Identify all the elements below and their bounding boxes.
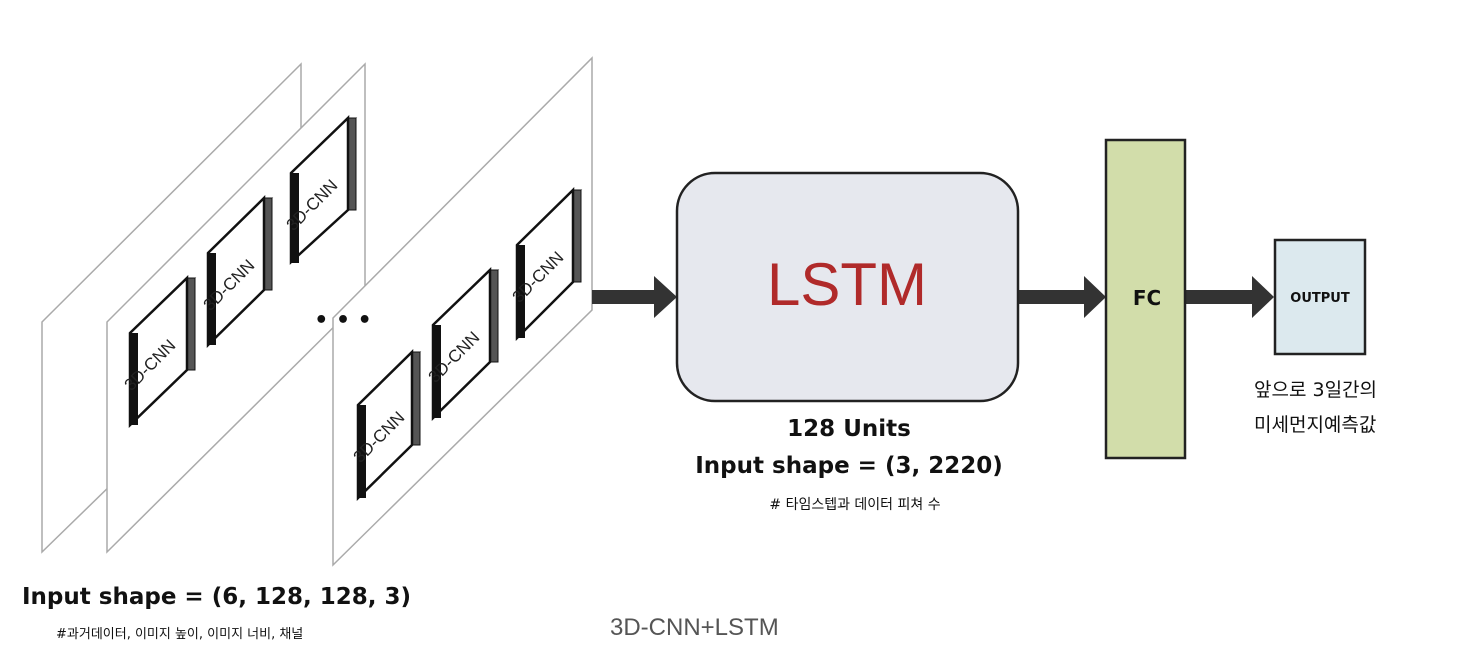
output-label: OUTPUT	[1290, 291, 1350, 306]
lstm-input-shape: Input shape = (3, 2220)	[695, 453, 1003, 479]
output-caption-line2: 미세먼지예측값	[1254, 414, 1377, 436]
lstm-box	[675, 171, 1020, 403]
figure-caption: 3D-CNN+LSTM	[610, 614, 779, 641]
input-shape: Input shape = (6, 128, 128, 3)	[22, 584, 411, 610]
lstm-note: # 타임스텝과 데이터 피쳐 수	[769, 497, 941, 513]
cnn-block: 3D-CNN	[121, 275, 197, 428]
lstm-label: LSTM	[767, 251, 927, 318]
cnn-block: 3D-CNN	[200, 195, 274, 348]
cnn-block: 3D-CNN	[509, 187, 583, 342]
output-box	[1273, 238, 1367, 356]
input-note: #과거데이터, 이미지 높이, 이미지 너비, 채널	[56, 627, 304, 642]
cnn-block: 3D-CNN	[350, 349, 422, 501]
output-caption-line1: 앞으로 3일간의	[1254, 379, 1378, 401]
arrowhead-fc-to-output	[1252, 276, 1274, 318]
arrowhead-input-to-lstm	[654, 276, 677, 318]
lstm-units: 128 Units	[787, 416, 911, 442]
arrowhead-lstm-to-fc	[1084, 276, 1106, 318]
cnn-block: 3D-CNN	[283, 115, 358, 265]
fc-box	[1104, 138, 1187, 460]
ellipsis: • • •	[314, 308, 372, 333]
cnn-block: 3D-CNN	[425, 267, 500, 421]
fc-label: FC	[1133, 286, 1161, 310]
